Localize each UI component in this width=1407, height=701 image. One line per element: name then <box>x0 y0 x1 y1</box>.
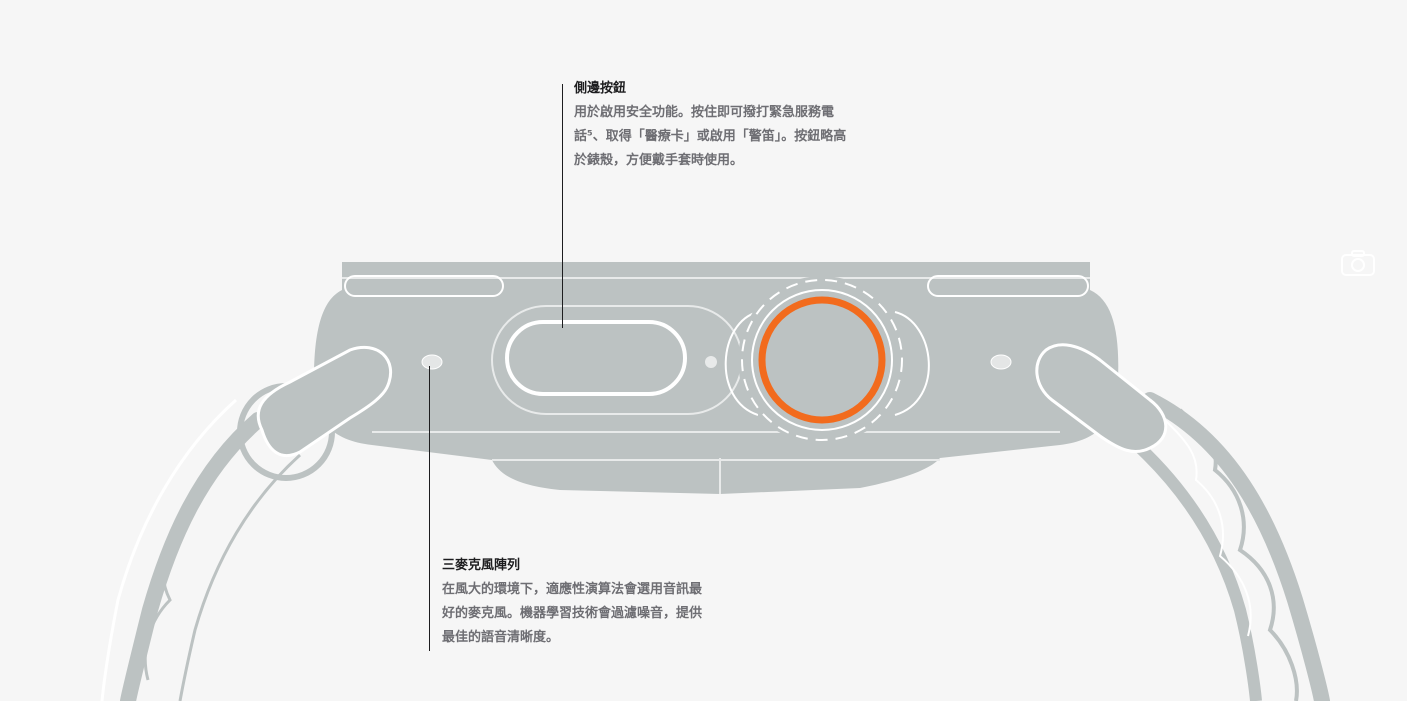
side-button-callout-line <box>562 84 563 328</box>
digital-crown <box>738 276 906 444</box>
side-button-description: 用於啟用安全功能。按住即可撥打緊急服務電 話⁵、取得「醫療卡」或啟用「警笛」。按… <box>574 101 904 173</box>
watch-case <box>314 262 1119 494</box>
side-button-description-line: 話⁵、取得「醫療卡」或啟用「警笛」。按鈕略高 <box>574 129 847 144</box>
microphone-callout: 三麥克風陣列 在風大的環境下，適應性演算法會選用音訊最 好的麥克風。機器學習技術… <box>442 557 782 650</box>
microphone-title: 三麥克風陣列 <box>442 558 521 573</box>
right-lug <box>1035 343 1168 453</box>
camera-icon <box>1341 250 1375 276</box>
side-button-description-line: 於錶殼，方便戴手套時使用。 <box>574 153 744 168</box>
microphone-description-line: 在風大的環境下，適應性演算法會選用音訊最 <box>442 582 703 597</box>
microphone-callout-line <box>429 366 430 651</box>
side-button-title: 側邊按鈕 <box>574 81 627 96</box>
side-button-description-line: 用於啟用安全功能。按住即可撥打緊急服務電 <box>574 105 835 120</box>
side-button <box>505 320 687 396</box>
left-lug <box>256 345 393 458</box>
microphone-description: 在風大的環境下，適應性演算法會選用音訊最 好的麥克風。機器學習技術會過濾噪音，提… <box>442 578 782 650</box>
microphone-description-line: 最佳的語音清晰度。 <box>442 630 560 645</box>
side-button-callout: 側邊按鈕 用於啟用安全功能。按住即可撥打緊急服務電 話⁵、取得「醫療卡」或啟用「… <box>574 80 904 173</box>
microphone-description-line: 好的麥克風。機器學習技術會過濾噪音，提供 <box>442 606 703 621</box>
right-band <box>1116 392 1330 701</box>
camera-button[interactable] <box>1340 249 1376 277</box>
